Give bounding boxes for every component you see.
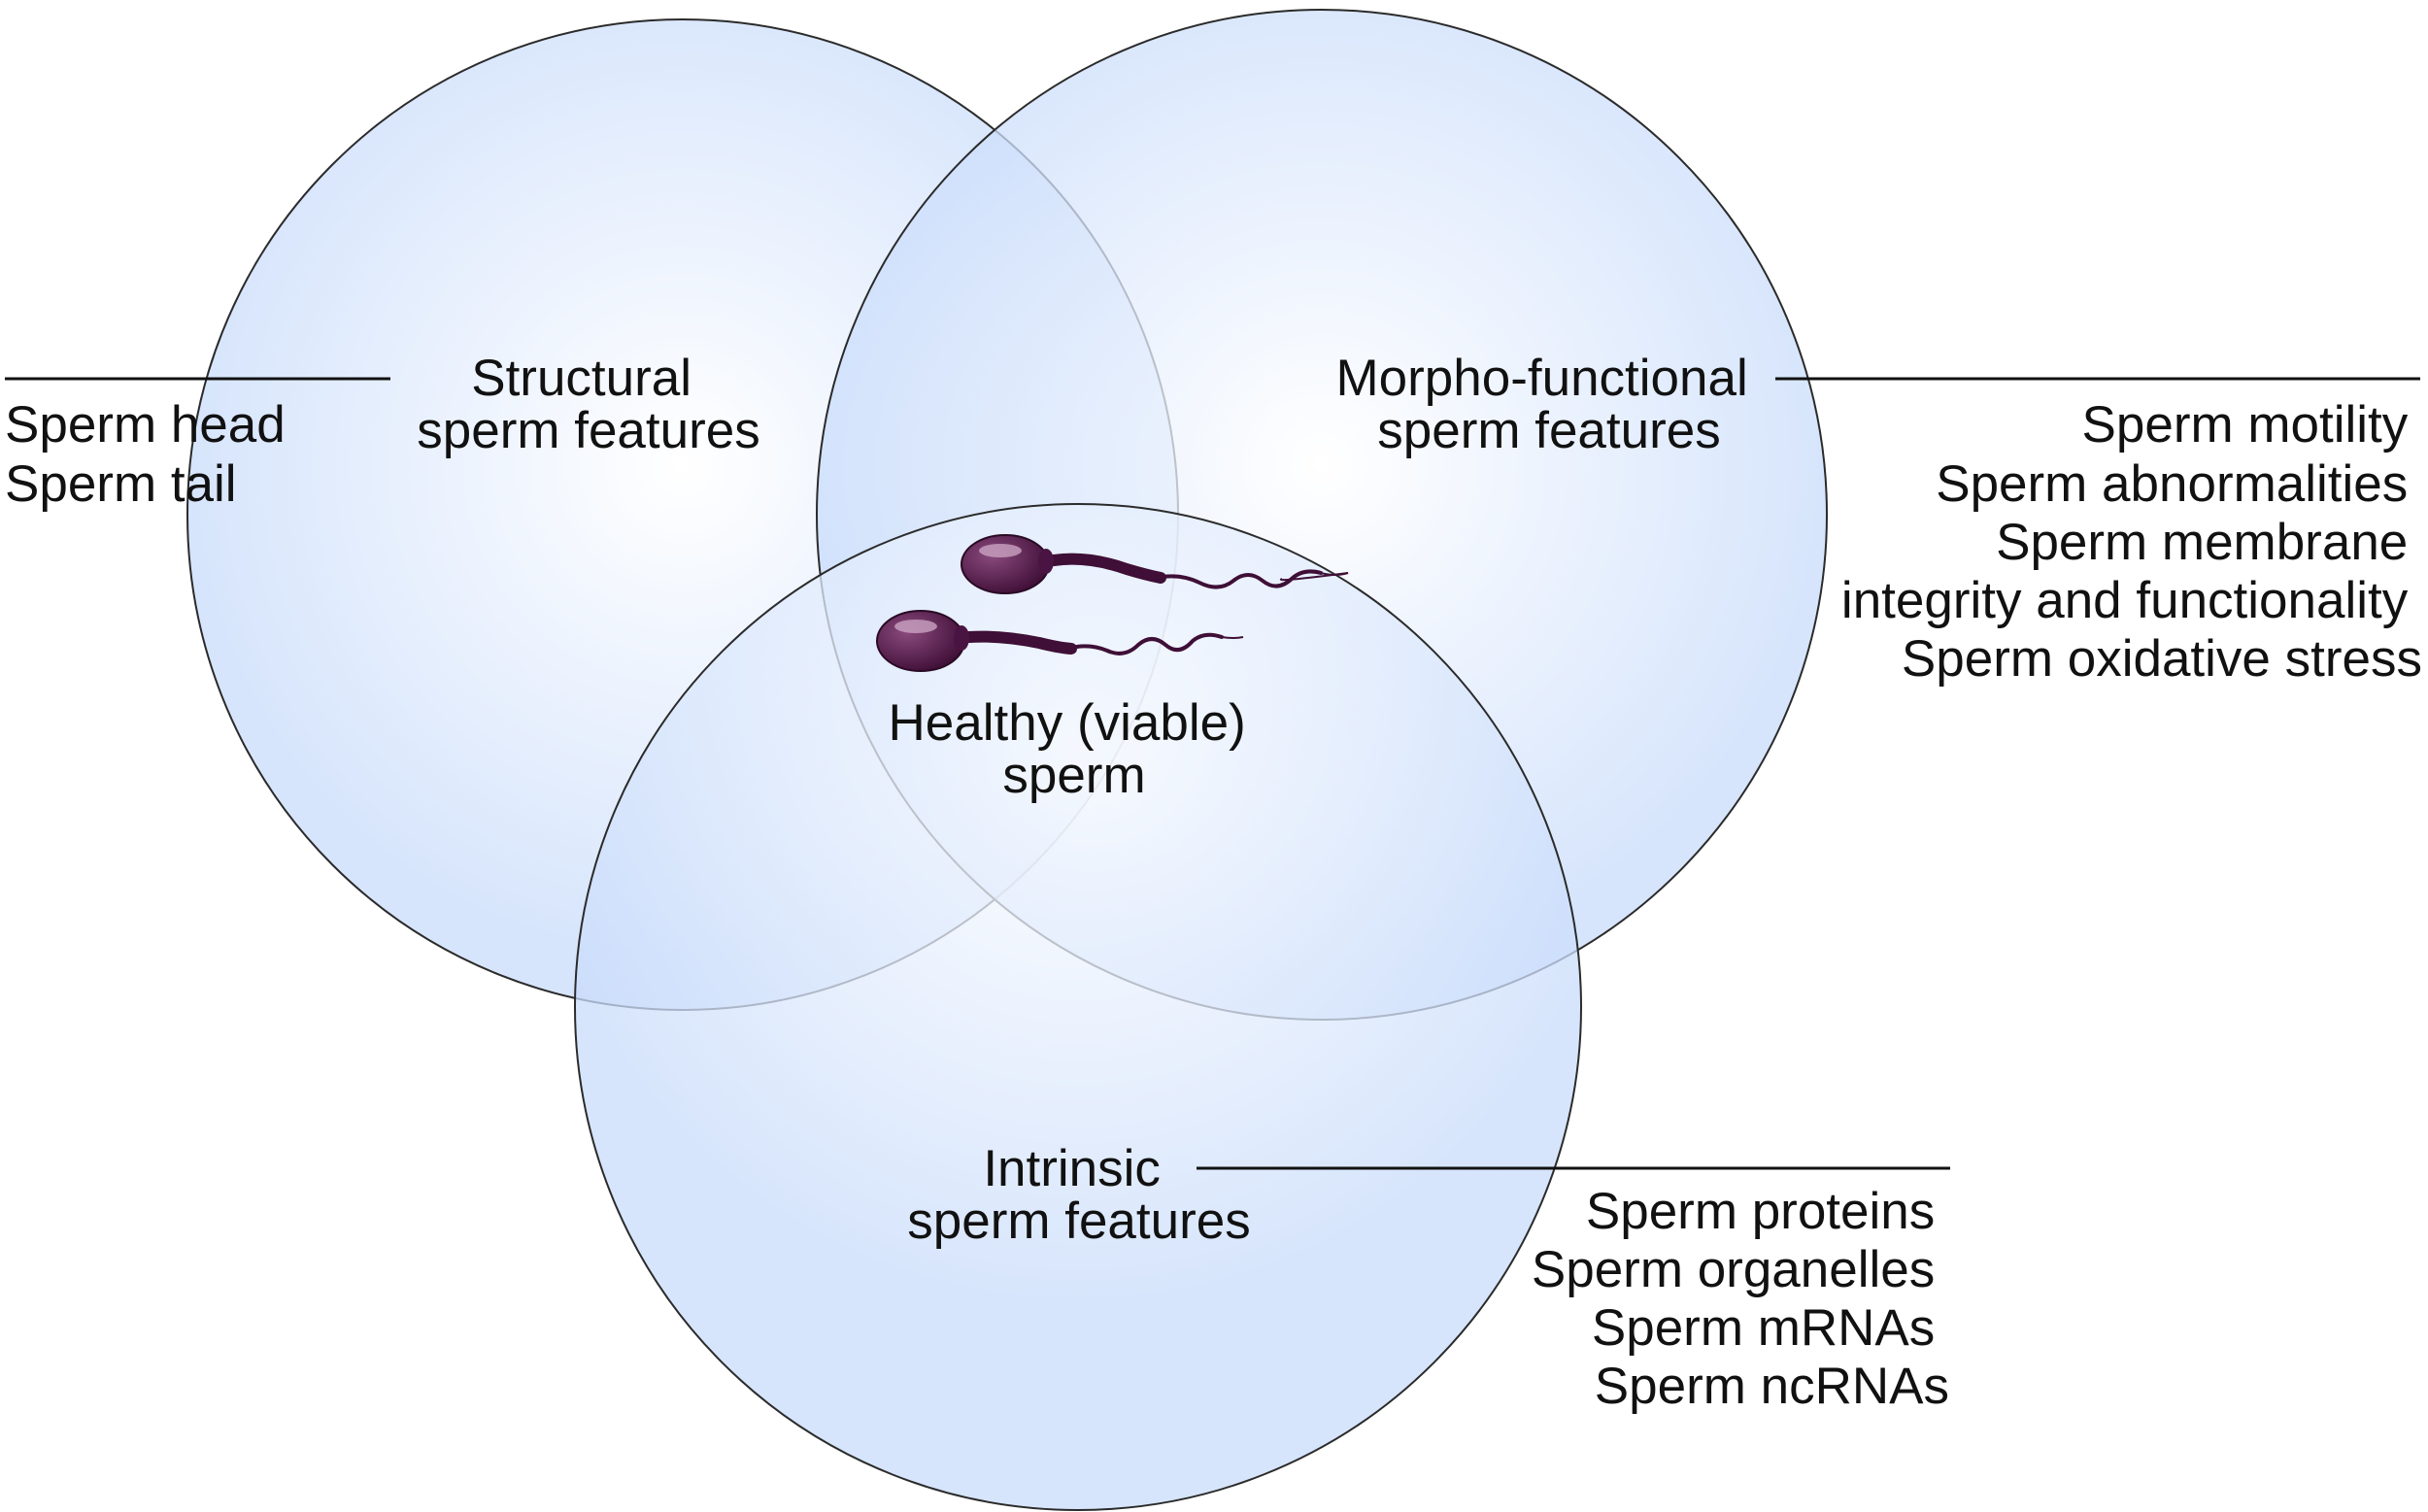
structural-title: Structural sperm features [417, 350, 759, 459]
list-item: Sperm organelles [1532, 1241, 1935, 1298]
structural-items: Sperm head Sperm tail [5, 396, 299, 513]
morpho-functional-items: Sperm motility Sperm abnormalities Sperm… [1841, 396, 2422, 688]
list-item: Sperm membrane [1996, 514, 2408, 571]
list-item: Sperm tail [5, 455, 237, 513]
list-item: Sperm mRNAs [1592, 1299, 1935, 1357]
sperm-cells-icon [876, 534, 1349, 672]
list-item: Sperm abnormalities [1936, 455, 2408, 513]
list-item: integrity and functionality [1841, 572, 2409, 629]
intrinsic-items: Sperm proteins Sperm organelles Sperm mR… [1532, 1183, 1949, 1415]
list-item: Sperm ncRNAs [1595, 1358, 1949, 1415]
sperm-cell-icon [961, 534, 1349, 594]
list-item: Sperm motility [2082, 396, 2409, 454]
sperm-cell-icon [876, 610, 1244, 672]
list-item: Sperm head [5, 396, 286, 454]
intrinsic-circle [574, 503, 1582, 1511]
center-title: Healthy (viable) sperm [889, 694, 1261, 804]
list-item: Sperm oxidative stress [1902, 630, 2422, 688]
morpho-functional-title: Morpho-functional sperm features [1336, 350, 1763, 459]
list-item: Sperm proteins [1586, 1183, 1935, 1240]
intrinsic-title: Intrinsic sperm features [907, 1140, 1250, 1250]
